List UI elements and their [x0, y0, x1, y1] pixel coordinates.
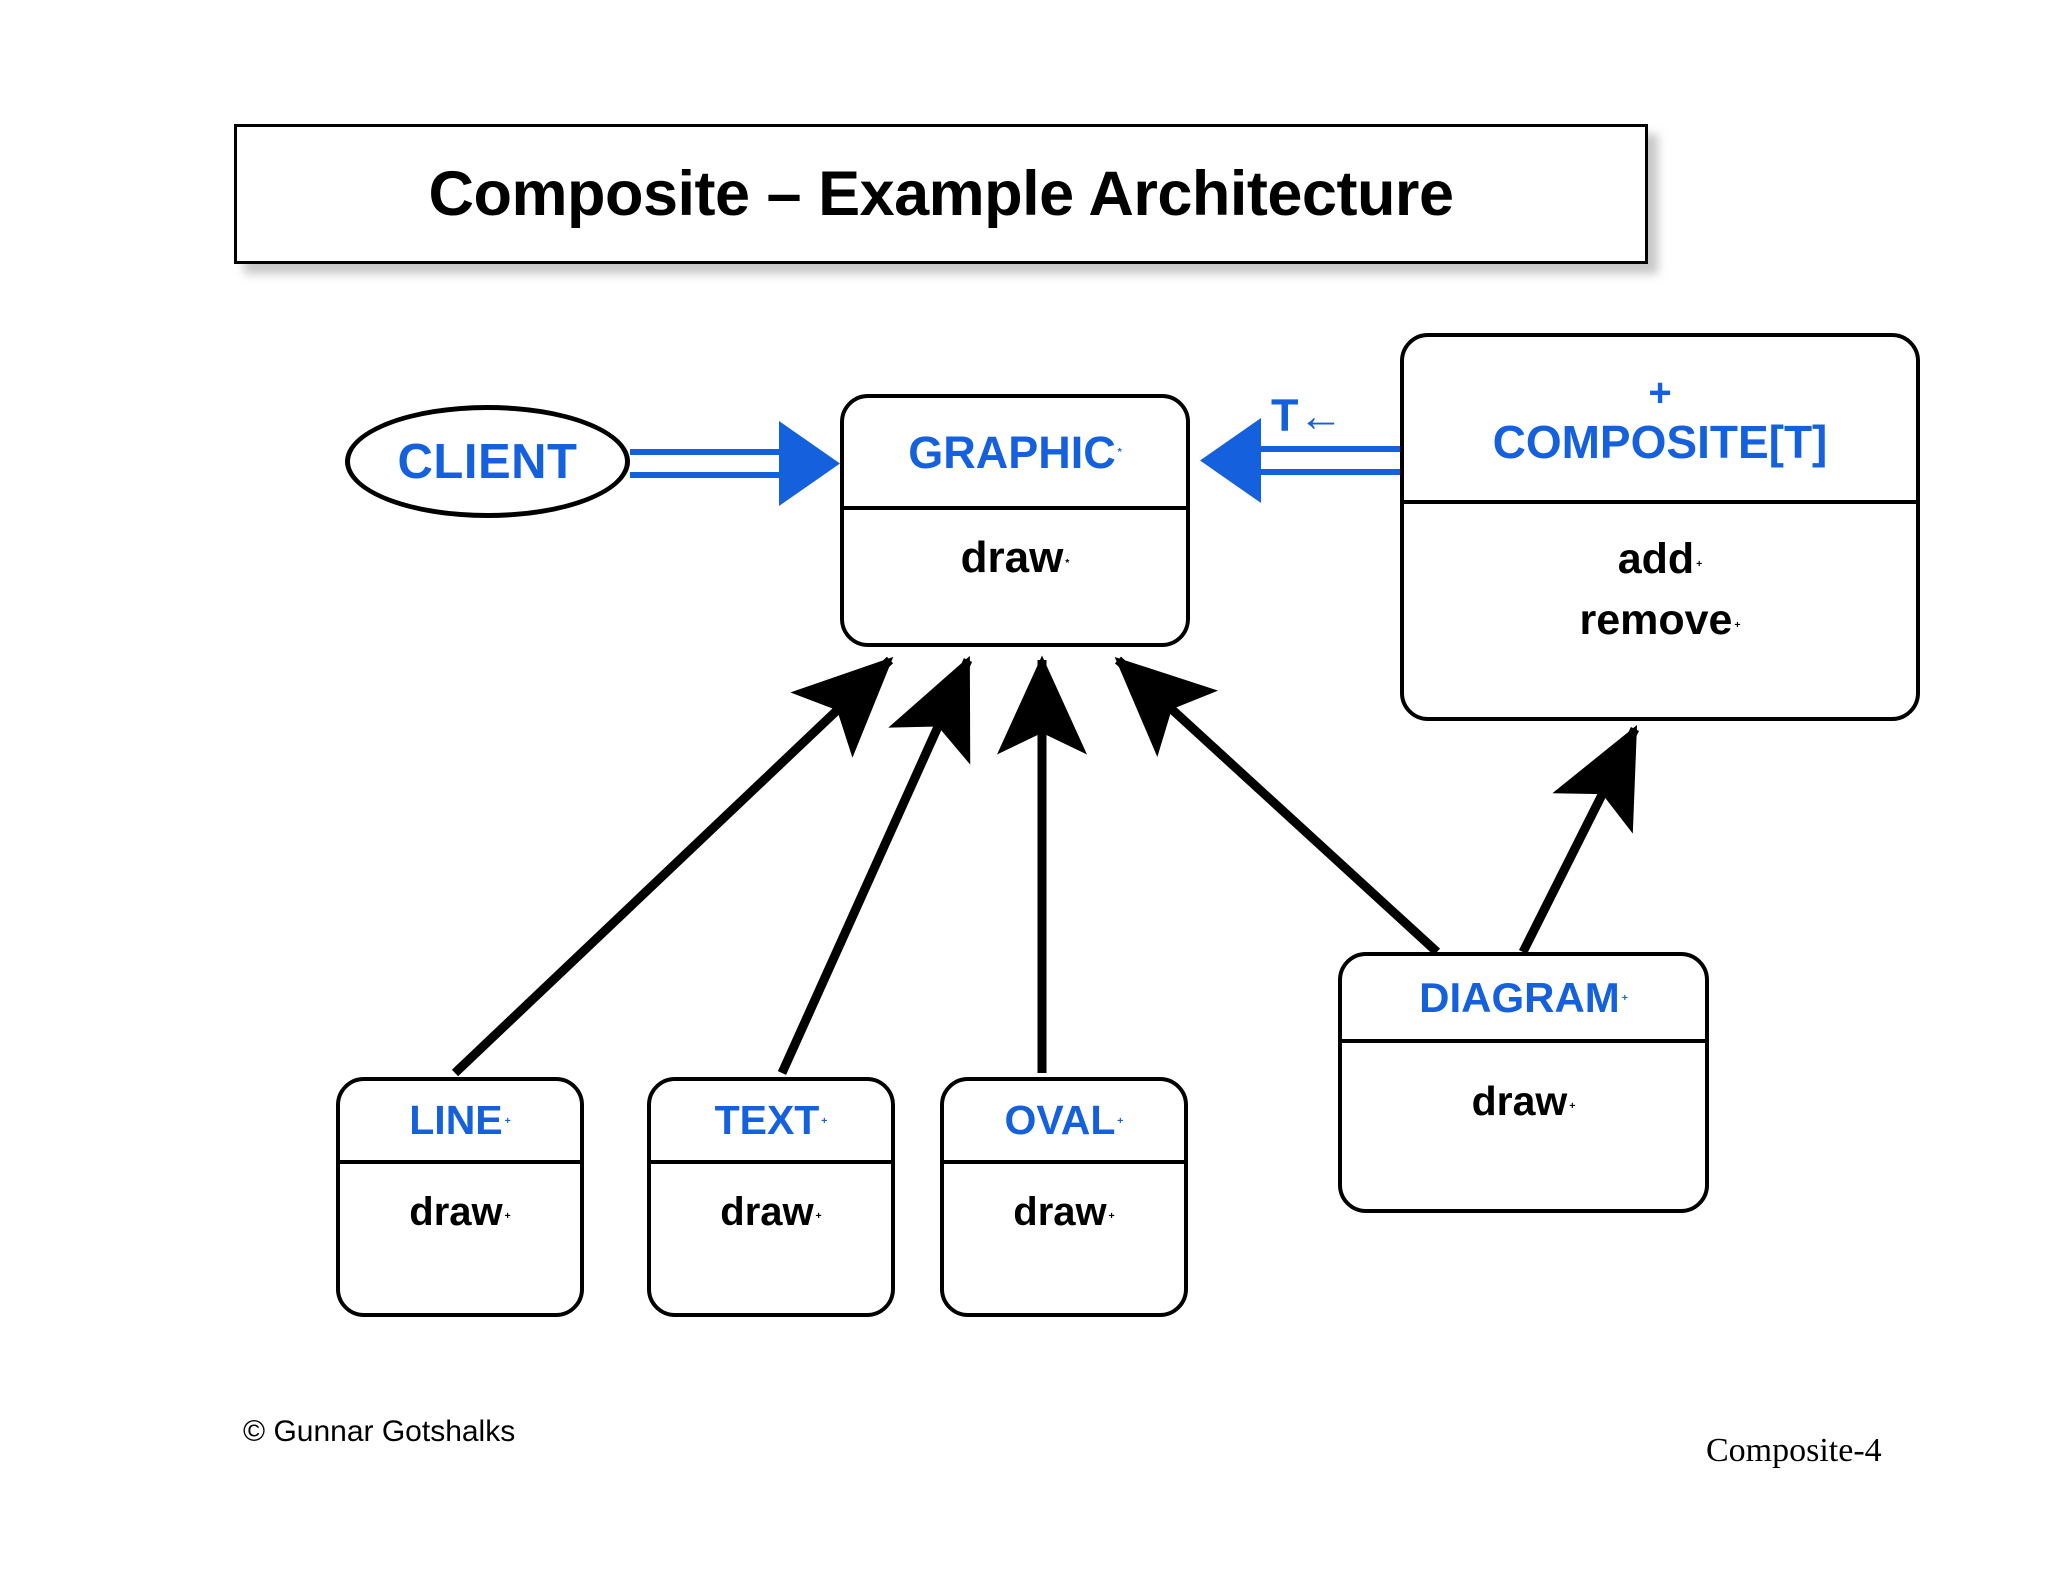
node-composite[interactable]: + COMPOSITE[T] add+ remove+	[1400, 333, 1920, 721]
client-label: CLIENT	[397, 434, 578, 489]
text-features: draw+	[651, 1164, 891, 1232]
graphic-divider	[844, 506, 1186, 510]
composite-class-name: COMPOSITE[T]	[1492, 415, 1828, 468]
page-title: Composite – Example Architecture	[428, 159, 1454, 229]
oval-class-name: OVAL	[1004, 1097, 1116, 1143]
graphic-feature-row: draw*	[961, 536, 1070, 580]
text-divider	[651, 1160, 891, 1164]
composite-feature-label: remove	[1579, 596, 1733, 644]
generic-parameter-label: T←	[1271, 390, 1344, 441]
node-graphic[interactable]: GRAPHIC* draw*	[840, 394, 1190, 647]
edge-diagram-to-graphic	[1114, 656, 1441, 956]
slide-number-footer: Composite-4	[1706, 1432, 1882, 1469]
composite-feature-label: add	[1617, 535, 1695, 583]
graphic-class-name: GRAPHIC	[908, 426, 1116, 478]
diagram-feature-marker: +	[1569, 1099, 1576, 1112]
graphic-header: GRAPHIC*	[908, 426, 1122, 478]
line-feature-marker: +	[504, 1209, 511, 1222]
node-oval[interactable]: OVAL+ draw+	[940, 1077, 1188, 1317]
diagram-feature-row: draw+	[1472, 1081, 1576, 1122]
edge-line-to-graphic	[451, 656, 894, 1077]
text-feature-row: draw+	[720, 1192, 821, 1232]
graphic-features: draw*	[844, 510, 1186, 580]
node-text[interactable]: TEXT+ draw+	[647, 1077, 895, 1317]
composite-features: add+ remove+	[1404, 504, 1916, 642]
line-feature-label: draw	[409, 1190, 503, 1234]
line-class-name: LINE	[409, 1097, 503, 1143]
diagram-feature-label: draw	[1471, 1078, 1568, 1124]
diagram-header: DIAGRAM+	[1419, 973, 1628, 1021]
text-class-name: TEXT	[714, 1097, 820, 1143]
diagram-divider	[1342, 1039, 1705, 1043]
composite-header: + COMPOSITE[T]	[1404, 337, 1916, 500]
oval-feature-row: draw+	[1013, 1192, 1114, 1232]
oval-header: OVAL+	[1004, 1097, 1124, 1143]
oval-feature-label: draw	[1013, 1190, 1107, 1234]
oval-divider	[944, 1160, 1184, 1164]
node-diagram[interactable]: DIAGRAM+ draw+	[1338, 952, 1709, 1213]
graphic-feature-marker: *	[1065, 556, 1070, 569]
line-features: draw+	[340, 1164, 580, 1232]
node-line[interactable]: LINE+ draw+	[336, 1077, 584, 1317]
composite-divider	[1404, 500, 1916, 504]
oval-features: draw+	[944, 1164, 1184, 1232]
composite-feature-row: add+	[1618, 538, 1703, 581]
line-header: LINE+	[409, 1097, 511, 1143]
edge-text-to-graphic	[777, 655, 973, 1075]
graphic-feature-label: draw	[960, 533, 1064, 582]
slide-title-box: Composite – Example Architecture	[234, 124, 1648, 264]
composite-feature-marker: +	[1696, 557, 1703, 570]
node-client[interactable]: CLIENT	[345, 405, 630, 518]
text-feature-label: draw	[720, 1190, 814, 1234]
composite-feature-marker: +	[1734, 618, 1741, 631]
copyright-footer: © Gunnar Gotshalks	[243, 1415, 516, 1448]
composite-header-marker: +	[1648, 370, 1672, 415]
diagram-class-name: DIAGRAM	[1419, 973, 1620, 1021]
edge-diagram-to-composite	[1518, 724, 1640, 955]
text-feature-marker: +	[815, 1209, 822, 1222]
composite-feature-row: remove+	[1579, 599, 1740, 642]
edge-client-to-graphic	[630, 421, 840, 506]
line-feature-row: draw+	[409, 1192, 510, 1232]
text-header: TEXT+	[714, 1097, 828, 1143]
line-divider	[340, 1160, 580, 1164]
diagram-features: draw+	[1342, 1043, 1705, 1122]
oval-feature-marker: +	[1108, 1209, 1115, 1222]
